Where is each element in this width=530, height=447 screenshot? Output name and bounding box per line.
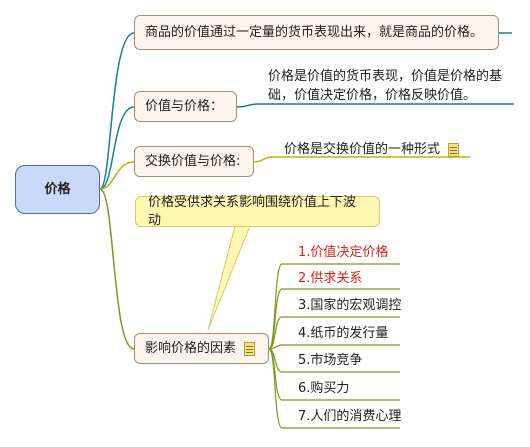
- branch-value-and-price[interactable]: 价值与价格：: [134, 91, 237, 122]
- link-branch-3: [99, 161, 135, 190]
- branch-4-label: 影响价格的因素: [145, 340, 237, 356]
- link-detail-2: [236, 103, 259, 108]
- callout-box[interactable]: 价格受供求关系影响围绕价值上下波动: [135, 194, 380, 228]
- factor-1[interactable]: 1.价值决定价格: [298, 245, 389, 260]
- note-icon[interactable]: [448, 142, 460, 157]
- branch-3-detail: 价格是交换价值的一种形式: [284, 142, 441, 157]
- factor-6[interactable]: 6.购买力: [298, 381, 350, 396]
- branch-2-detail: 价格是价值的货币表现，价值是价格的基础，价值决定价格，价格反映价值。: [268, 69, 503, 103]
- link-branch-1: [99, 32, 135, 190]
- root-node[interactable]: 价格: [15, 165, 100, 214]
- branch-3-detail-row: 价格是交换价值的一种形式: [284, 140, 460, 159]
- factor-5[interactable]: 5.市场竞争: [298, 353, 363, 368]
- note-icon[interactable]: [244, 341, 256, 356]
- root-label: 价格: [44, 181, 71, 197]
- link-factor-1: [268, 263, 283, 350]
- link-factor-7: [268, 348, 283, 429]
- link-detail-3: [253, 156, 273, 163]
- branch-1-label: 商品的价值通过一定量的货币表现出来，就是商品的价格。: [145, 24, 484, 40]
- branch-price-factors[interactable]: 影响价格的因素: [134, 333, 269, 364]
- branch-exchange-value[interactable]: 交换价值与价格:: [134, 146, 254, 177]
- factor-2[interactable]: 2.供求关系: [298, 271, 363, 286]
- callout-text: 价格受供求关系影响围绕价值上下波动: [148, 194, 357, 228]
- branch-2-label: 价值与价格：: [145, 98, 224, 114]
- branch-3-label: 交换价值与价格:: [145, 153, 241, 169]
- link-branch-2: [99, 106, 135, 190]
- factor-3[interactable]: 3.国家的宏观调控: [298, 298, 402, 313]
- callout-pointer: [207, 225, 251, 331]
- link-factor-3: [268, 316, 283, 350]
- branch-price-definition[interactable]: 商品的价值通过一定量的货币表现出来，就是商品的价格。: [134, 15, 499, 50]
- factor-7[interactable]: 7.人们的消费心理: [298, 409, 402, 424]
- factor-4[interactable]: 4.纸币的发行量: [298, 326, 389, 341]
- link-branch-4: [99, 188, 135, 350]
